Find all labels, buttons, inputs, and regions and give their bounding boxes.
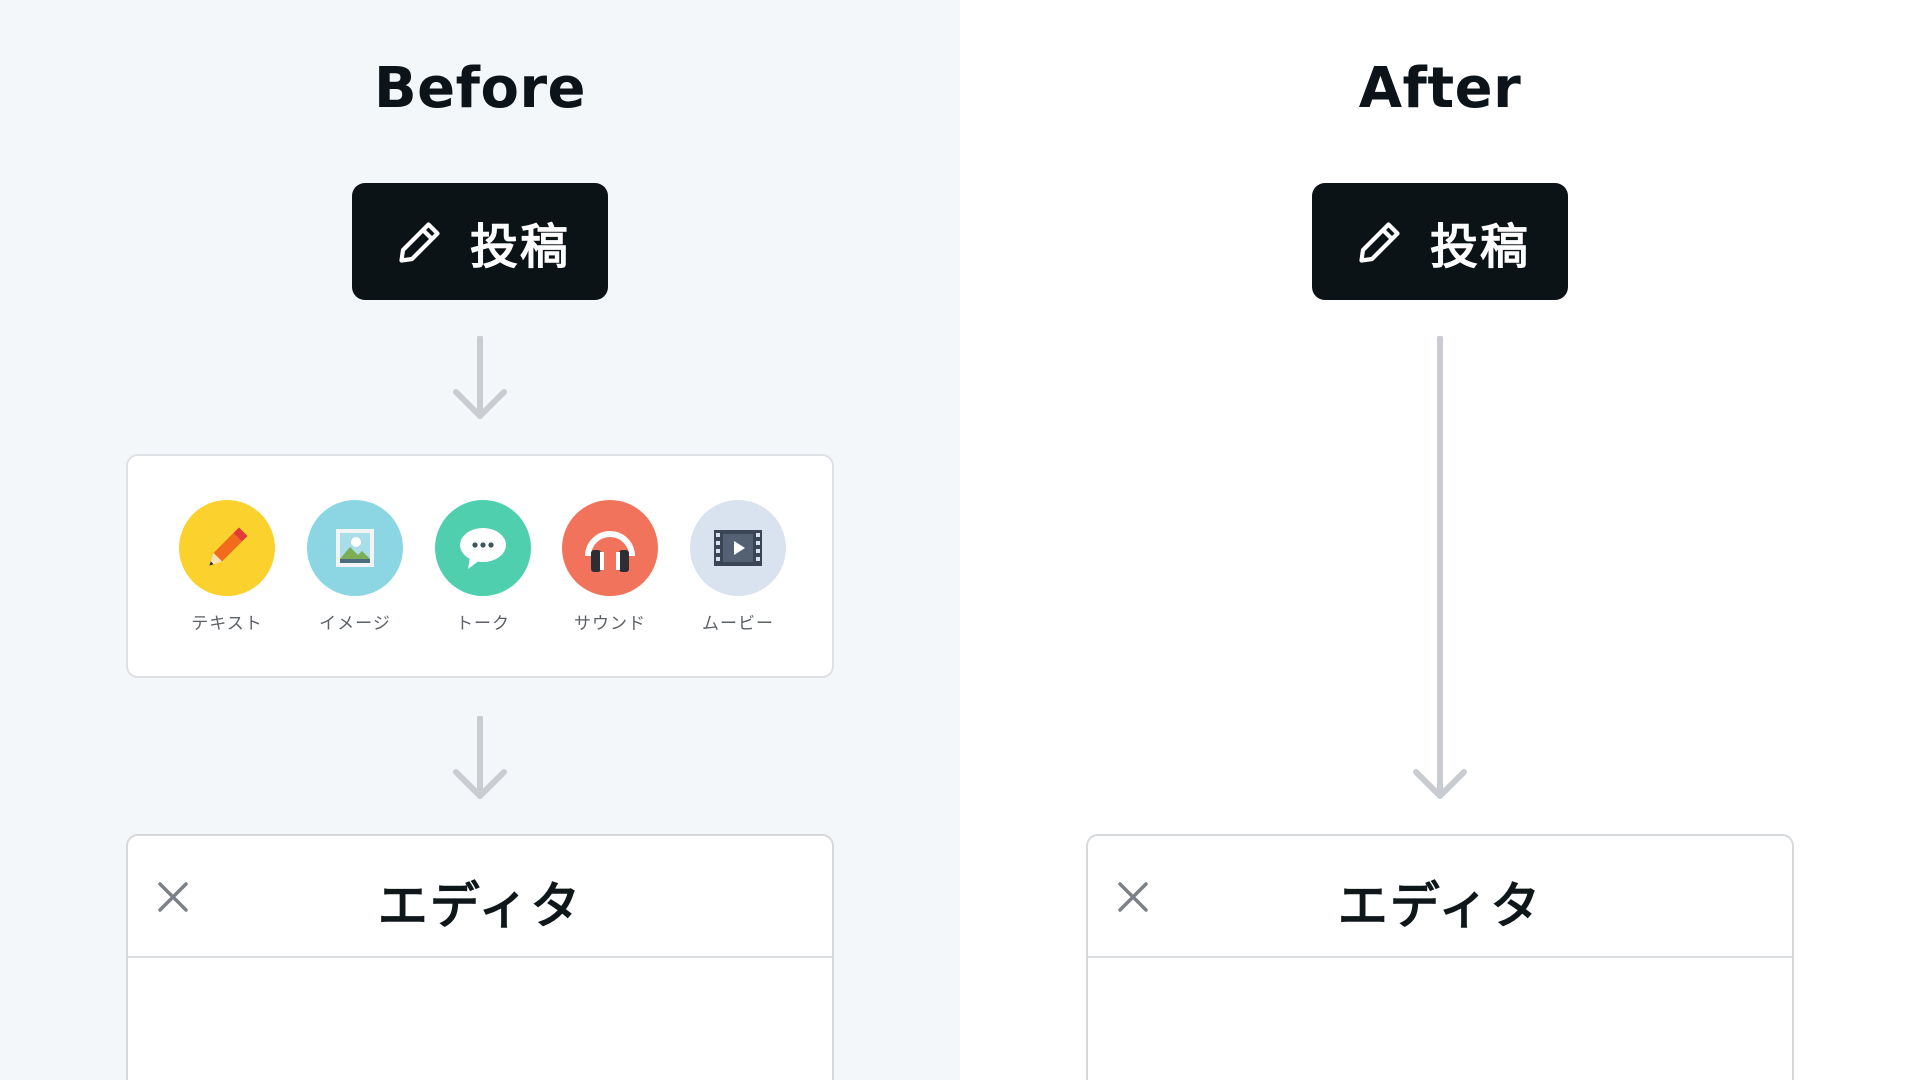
after-heading: After (1358, 56, 1522, 121)
menu-item-label: トーク (456, 614, 510, 634)
before-heading: Before (373, 56, 587, 121)
headphones-icon (585, 531, 635, 572)
editor-window: エディタ (126, 834, 834, 1080)
before-panel: Before 投稿 テキスト (0, 0, 960, 1080)
arrow-down-icon (453, 336, 507, 419)
editor-title: エディタ (377, 877, 583, 935)
after-panel: After 投稿 エディタ (960, 0, 1920, 1080)
menu-item-label: サウンド (574, 614, 646, 634)
menu-item-sound[interactable]: サウンド (555, 500, 665, 634)
menu-item-talk[interactable]: トーク (428, 500, 538, 634)
menu-item-circle (562, 500, 658, 596)
speech-bubble-icon (460, 528, 506, 569)
image-icon (336, 529, 374, 567)
close-icon[interactable] (1116, 880, 1150, 914)
close-icon[interactable] (156, 880, 190, 914)
menu-item-label: テキスト (191, 614, 263, 634)
menu-item-image[interactable]: イメージ (300, 500, 410, 634)
pencil-icon (1359, 221, 1400, 263)
menu-item-label: イメージ (319, 614, 391, 634)
editor-header: エディタ (1088, 836, 1792, 958)
arrow-down-icon (1413, 336, 1467, 799)
post-button-label: 投稿 (1429, 218, 1530, 275)
menu-item-circle (179, 500, 275, 596)
menu-item-movie[interactable]: ムービー (683, 500, 793, 634)
menu-item-text[interactable]: テキスト (172, 500, 282, 634)
menu-item-circle (435, 500, 531, 596)
menu-item-circle (307, 500, 403, 596)
editor-header: エディタ (128, 836, 832, 958)
post-type-menu: テキスト イメージ (126, 454, 834, 678)
pencil-icon (399, 221, 440, 263)
film-icon (714, 530, 762, 566)
arrow-down-icon (453, 716, 507, 799)
menu-item-circle (690, 500, 786, 596)
post-button[interactable]: 投稿 (1312, 183, 1568, 300)
editor-window: エディタ (1086, 834, 1794, 1080)
editor-title: エディタ (1337, 877, 1543, 935)
post-button-label: 投稿 (469, 218, 570, 275)
post-button[interactable]: 投稿 (352, 183, 608, 300)
pencil-icon (209, 527, 248, 566)
menu-item-label: ムービー (702, 614, 774, 634)
